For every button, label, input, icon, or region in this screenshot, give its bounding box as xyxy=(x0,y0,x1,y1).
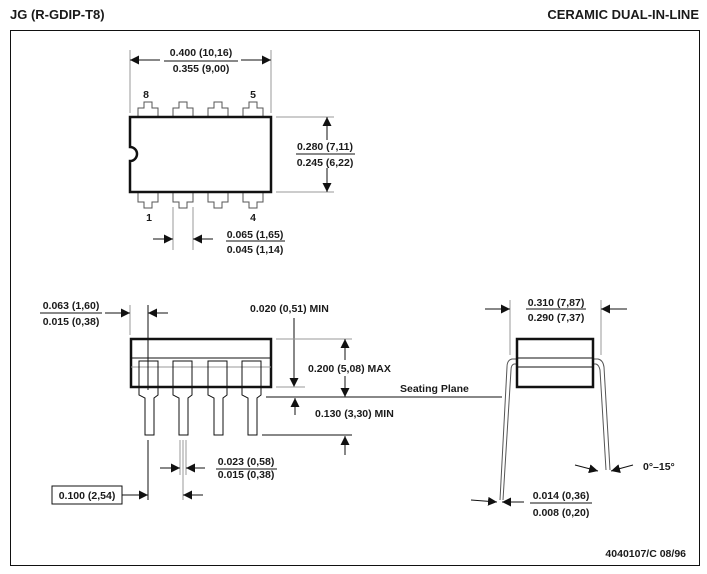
drawing-id: 4040107/C 08/96 xyxy=(605,548,686,560)
length-max: 0.400 (10,16) xyxy=(170,47,232,59)
lead-thickness-min: 0.015 (0,38) xyxy=(218,469,275,481)
lead-tip-max: 0.014 (0,36) xyxy=(533,490,590,502)
pin-3 xyxy=(207,192,229,209)
end-lead-right xyxy=(594,358,611,471)
width-min: 0.245 (6,22) xyxy=(297,157,354,169)
side-lead-4 xyxy=(241,360,262,436)
pitch-label: 0.100 (2,54) xyxy=(59,490,116,502)
dim-end-lead-offset: 0.063 (1,60) 0.015 (0,38) xyxy=(40,300,168,390)
package-code-title: JG (R-GDIP-T8) xyxy=(10,7,105,22)
dim-lead-width: 0.065 (1,65) 0.045 (1,14) xyxy=(153,207,285,256)
side-leads xyxy=(138,360,262,436)
top-view-body xyxy=(128,115,273,194)
seating-plane-label: Seating Plane xyxy=(400,383,469,395)
top-view: 8 5 1 4 0.400 (10,16) 0.355 (9,00) 0.280… xyxy=(128,47,355,256)
dim-lead-tip: 0.014 (0,36) 0.008 (0,20) xyxy=(470,490,592,519)
end-lead-offset-min: 0.015 (0,38) xyxy=(43,316,100,328)
lead-width-min: 0.045 (1,14) xyxy=(227,244,284,256)
length-min: 0.355 (9,00) xyxy=(173,63,230,75)
row-spacing-max: 0.310 (7,87) xyxy=(528,297,585,309)
end-view: 0.310 (7,87) 0.290 (7,37) 0°–15° 0.014 (… xyxy=(470,297,675,519)
end-lead-offset-max: 0.063 (1,60) xyxy=(43,300,100,312)
end-view-body xyxy=(515,337,595,389)
dim-lead-angle: 0°–15° xyxy=(574,461,675,474)
pin-label-8: 8 xyxy=(143,89,149,101)
dim-standoff: 0.020 (0,51) MIN xyxy=(250,303,329,388)
dim-row-spacing: 0.310 (7,87) 0.290 (7,37) xyxy=(485,297,627,355)
dim-lead-thickness: 0.023 (0,58) 0.015 (0,38) xyxy=(160,440,277,500)
pin-label-4: 4 xyxy=(250,212,256,224)
pin-7 xyxy=(172,101,194,117)
dim-lead-length: 0.130 (3,30) MIN xyxy=(262,398,394,455)
lead-thickness-max: 0.023 (0,58) xyxy=(218,456,275,468)
pin-label-1: 1 xyxy=(146,212,152,224)
dim-pitch: 0.100 (2,54) xyxy=(51,440,203,505)
package-type-title: CERAMIC DUAL-IN-LINE xyxy=(547,7,699,22)
pin-1 xyxy=(137,192,159,209)
dim-length: 0.400 (10,16) 0.355 (9,00) xyxy=(129,47,272,113)
lead-width-max: 0.065 (1,65) xyxy=(227,229,284,241)
row-spacing-min: 0.290 (7,37) xyxy=(528,312,585,324)
lead-angle-label: 0°–15° xyxy=(643,461,675,473)
lead-tip-min: 0.008 (0,20) xyxy=(533,507,590,519)
side-lead-2 xyxy=(172,360,193,436)
side-lead-3 xyxy=(207,360,228,436)
bottom-pins xyxy=(137,192,264,209)
side-view-body xyxy=(129,337,273,389)
pin-6 xyxy=(207,101,229,117)
lead-length-label: 0.130 (3,30) MIN xyxy=(315,408,394,420)
pin-2 xyxy=(172,192,194,209)
pin-label-5: 5 xyxy=(250,89,256,101)
width-max: 0.280 (7,11) xyxy=(297,141,353,153)
drawing-frame xyxy=(10,30,700,566)
pin-8 xyxy=(137,101,159,117)
pin-4 xyxy=(242,192,264,209)
body-height-label: 0.200 (5,08) MAX xyxy=(308,363,391,375)
standoff-label: 0.020 (0,51) MIN xyxy=(250,303,329,315)
side-view: 0.063 (1,60) 0.015 (0,38) 0.020 (0,51) M… xyxy=(40,300,502,505)
dim-body-height: 0.200 (5,08) MAX xyxy=(276,338,391,397)
end-lead-left xyxy=(499,358,516,501)
top-pins xyxy=(137,101,264,117)
dim-width: 0.280 (7,11) 0.245 (6,22) xyxy=(276,116,355,193)
pin-5 xyxy=(242,101,264,117)
side-lead-1 xyxy=(138,360,159,436)
